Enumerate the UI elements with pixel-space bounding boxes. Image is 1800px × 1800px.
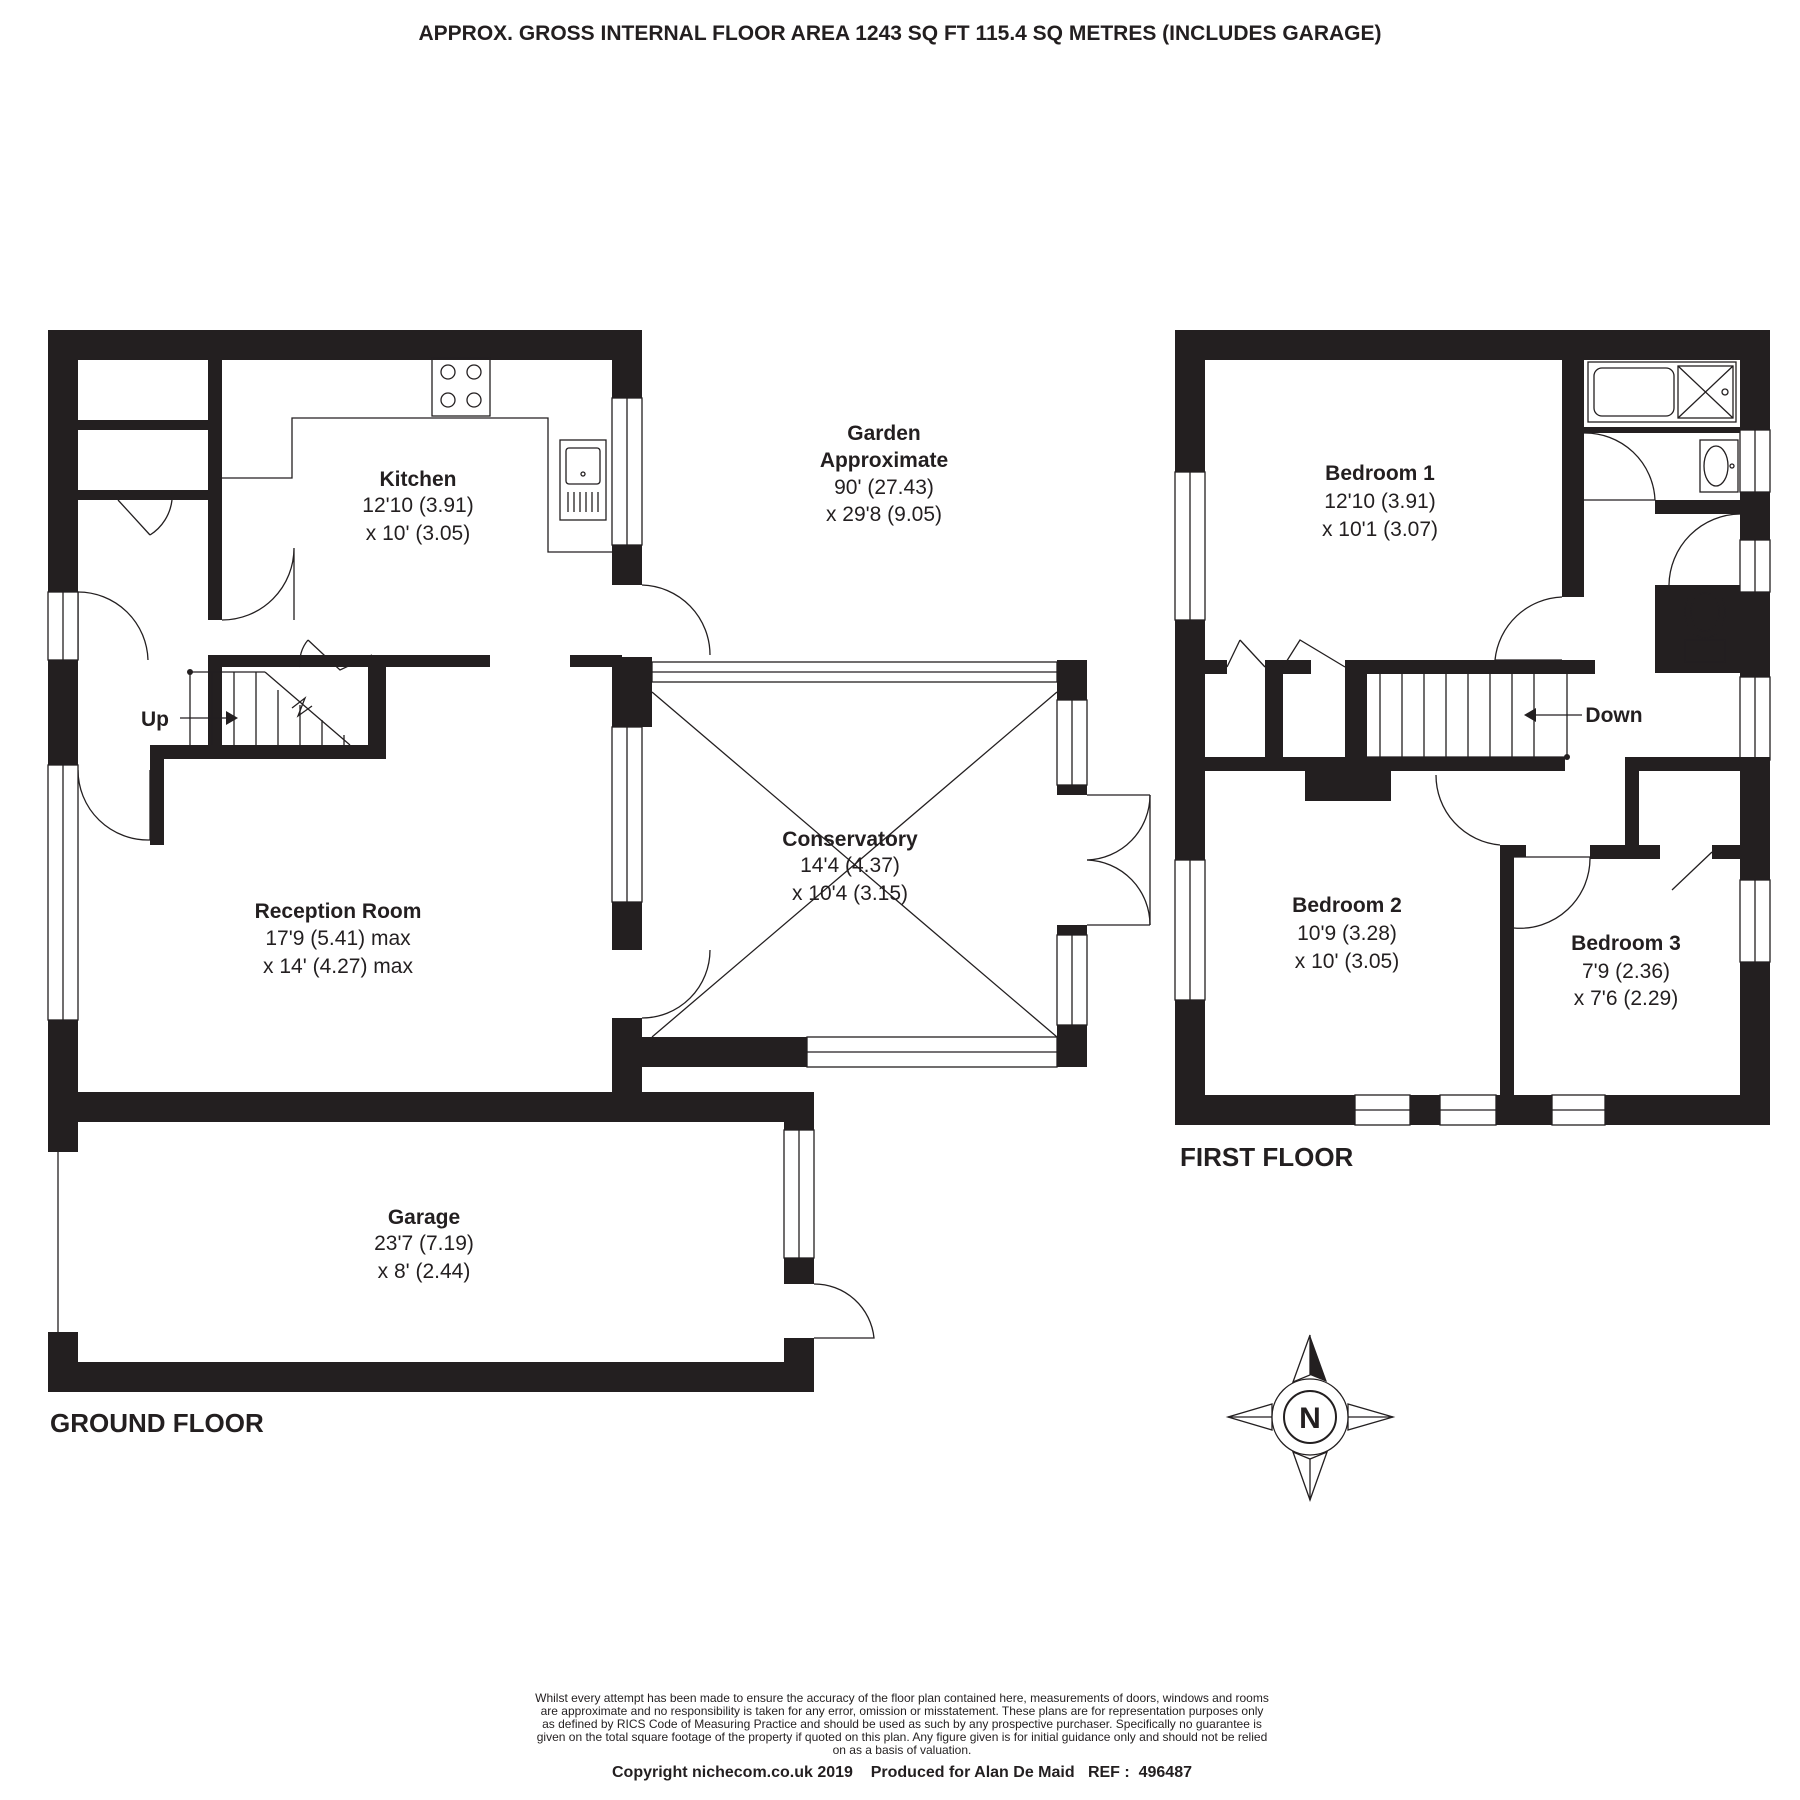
kitchen-worktop [222,417,612,553]
toilet-icon [1684,585,1726,663]
compass-icon [1225,1334,1396,1502]
garden-dim1: 90' (27.43) [834,476,934,499]
ground-floor-label: GROUND FLOOR [50,1408,264,1438]
wall [355,655,490,667]
wall [172,490,218,500]
bedroom1-dim1: 12'10 (3.91) [1324,490,1435,513]
wall [612,330,642,398]
bedroom1-name: Bedroom 1 [1325,462,1435,485]
wall [78,420,218,430]
wall [612,1018,642,1092]
wall [570,655,622,667]
bedroom3-dim1: 7'9 (2.36) [1582,960,1670,983]
kitchen-dim2: x 10' (3.05) [366,522,470,545]
bath-icon [1587,361,1737,423]
hob-icon [431,357,491,417]
bedroom2-dim2: x 10' (3.05) [1295,950,1399,973]
front-door-swing [77,591,149,661]
bedroom2-name: Bedroom 2 [1292,894,1402,917]
garden-subname: Approximate [820,449,948,472]
bedroom3-dim2: x 7'6 (2.29) [1574,987,1678,1010]
washbasin-icon [1699,439,1739,493]
first-stairs [1367,674,1582,760]
disclaimer-line: given on the total square footage of the… [537,1730,1268,1744]
garden-name: Garden [847,422,921,445]
reception-door-swing [77,769,151,841]
ground-floor-plan: Up [47,330,1151,1392]
disclaimer-line: are approximate and no responsibility is… [541,1704,1264,1718]
kitchen-name: Kitchen [379,468,456,491]
garage-side-door-swing [813,1283,875,1339]
kitchen-dim1: 12'10 (3.91) [362,494,473,517]
compass-letter: N [1299,1402,1321,1435]
wall [48,660,78,765]
wall [612,902,642,950]
reception-dim2: x 14' (4.27) max [263,955,413,978]
first-floor-label: FIRST FLOOR [1180,1142,1354,1172]
reception-dim1: 17'9 (5.41) max [265,927,411,950]
wall [208,360,222,540]
wall [48,1332,78,1392]
kitchen-back-door-swing [641,584,711,656]
conservatory-dim2: x 10'4 (3.15) [792,882,908,905]
disclaimer-line: on as a basis of valuation. [833,1743,972,1757]
wall [612,545,642,585]
conservatory-structure [622,657,1151,1068]
garage-dim1: 23'7 (7.19) [374,1232,474,1255]
bedroom2-dim1: 10'9 (3.28) [1297,922,1397,945]
wall [48,1362,814,1392]
wall [78,490,118,500]
bedroom3-name: Bedroom 3 [1571,932,1681,955]
stairs-up-label: Up [141,708,169,731]
wall [612,655,622,727]
wall [368,655,386,755]
disclaimer-line: Whilst every attempt has been made to en… [535,1691,1269,1705]
copyright-footer: Copyright nichecom.co.uk 2019 Produced f… [612,1764,1192,1781]
stairs-down-label: Down [1585,704,1642,727]
disclaimer-line: as defined by RICS Code of Measuring Pra… [542,1717,1262,1731]
wall [208,745,386,759]
wall [48,1092,814,1122]
wall [160,745,220,759]
bedroom1-dim2: x 10'1 (3.07) [1322,518,1438,541]
conservatory-dim1: 14'4 (4.37) [800,854,900,877]
wall [48,1020,78,1152]
area-title: APPROX. GROSS INTERNAL FLOOR AREA 1243 S… [418,22,1381,45]
wall [48,330,642,360]
first-floor-plan: Down [1174,330,1771,1126]
ground-stairs [180,669,351,746]
wall [784,1258,814,1284]
wall [784,1092,814,1130]
wall [78,490,218,500]
garage-name: Garage [388,1206,460,1229]
wall [150,745,164,845]
wall [208,540,222,620]
garden-dim2: x 29'8 (9.05) [826,503,942,526]
kitchen-door-swing [221,547,295,621]
garage-dim2: x 8' (2.44) [378,1260,471,1283]
reception-name: Reception Room [255,900,422,923]
wall [208,655,222,755]
conservatory-name: Conservatory [782,828,918,851]
sink-icon [559,439,607,521]
wall [48,330,78,592]
conservatory-door-swing [641,949,711,1019]
